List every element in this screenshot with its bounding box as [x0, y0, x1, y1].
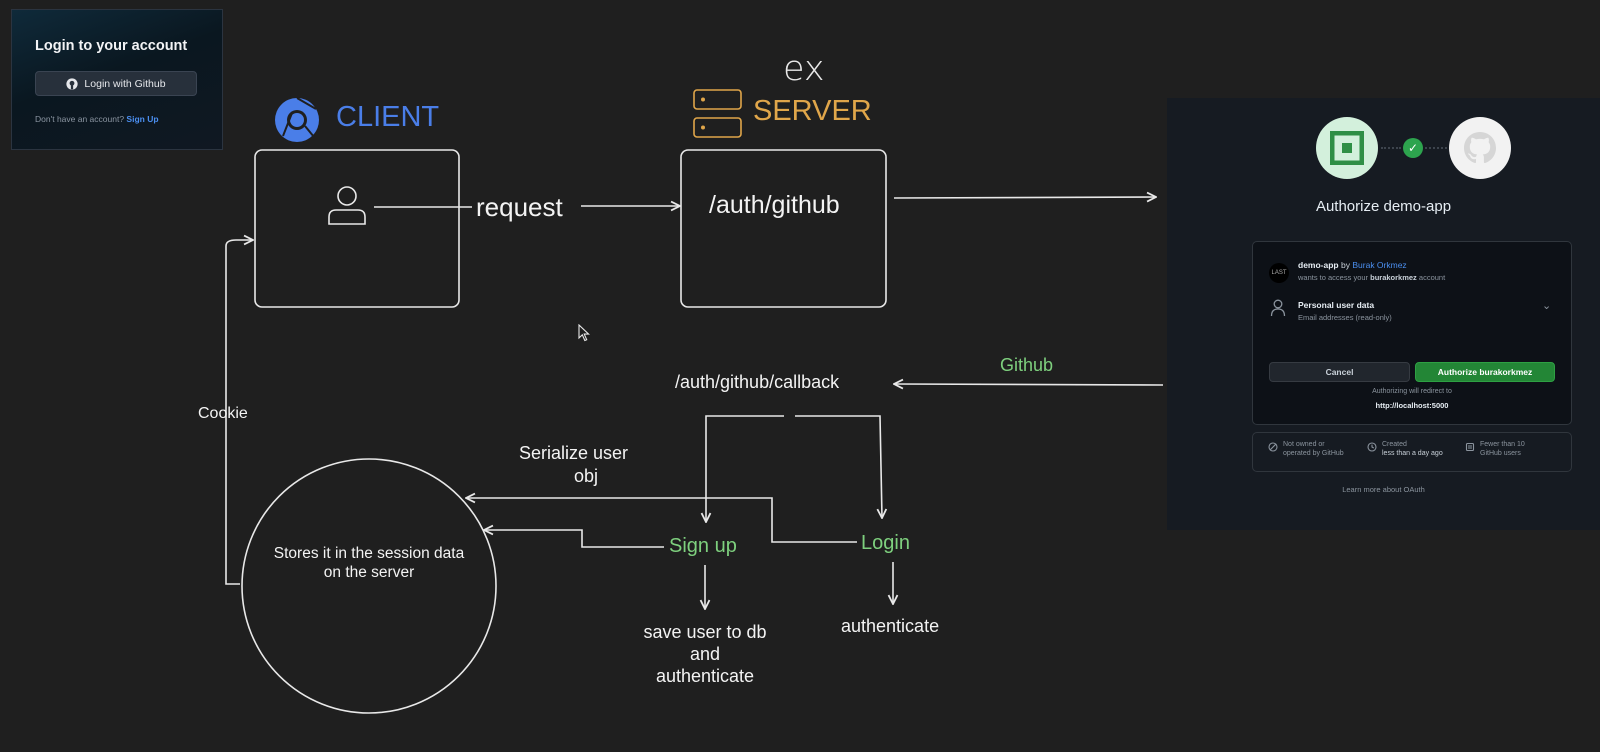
client-title: CLIENT — [336, 101, 440, 133]
server-route: /auth/github — [709, 191, 840, 219]
access-account: burakorkmez — [1370, 273, 1417, 282]
github-icon — [66, 77, 79, 90]
login-footer: Don't have an account? Sign Up — [35, 114, 159, 124]
clock-icon — [1367, 442, 1377, 452]
info-users-line1: Fewer than 10 — [1480, 441, 1525, 448]
authorize-title: Authorize demo-app — [1315, 198, 1452, 215]
server-title: SERVER — [753, 95, 872, 127]
authorize-box: LAST demo-app by Burak Orkmez wants to a… — [1252, 241, 1572, 425]
info-users-line2: GitHub users — [1480, 450, 1521, 457]
signup-link[interactable]: Sign Up — [126, 114, 159, 124]
login-label: Login — [861, 532, 910, 554]
info-users: Fewer than 10 GitHub users — [1480, 440, 1525, 458]
login-title: Login to your account — [35, 38, 188, 54]
info-created-line2: less than a day ago — [1382, 450, 1443, 457]
app-info-row: Not owned or operated by GitHub Created … — [1252, 432, 1572, 472]
redirect-note: Authorizing will redirect to — [1372, 388, 1452, 395]
client-box — [254, 149, 460, 308]
github-octocat-icon — [1464, 132, 1496, 164]
app-avatar — [1316, 117, 1378, 179]
signup-action-line2: and — [689, 644, 721, 664]
no-account-text: Don't have an account? — [35, 114, 125, 124]
login-card: Login to your account Login with Github … — [11, 9, 223, 150]
connector-dots-left — [1381, 147, 1401, 149]
callback-to-signup-arrow — [706, 415, 784, 522]
app-mini-logo: LAST — [1269, 263, 1289, 283]
info-created-line1: Created — [1382, 441, 1407, 448]
users-icon — [1465, 442, 1475, 452]
info-not-owned-line1: Not owned or — [1283, 441, 1325, 448]
signup-to-session-arrow — [484, 530, 664, 548]
access-line: wants to access your burakorkmez account — [1298, 273, 1445, 282]
github-redirect-arrow — [893, 197, 1156, 198]
scope-title: Personal user data — [1298, 300, 1375, 310]
chrome-icon — [275, 97, 319, 142]
cookie-label: Cookie — [198, 405, 248, 422]
request-label: request — [476, 192, 563, 222]
app-logo-icon — [1330, 131, 1364, 165]
login-to-session-arrow — [466, 498, 857, 543]
cancel-button[interactable]: Cancel — [1269, 362, 1410, 382]
learn-more-oauth-link[interactable]: Learn more about OAuth — [1342, 485, 1425, 494]
info-not-owned: Not owned or operated by GitHub — [1283, 440, 1344, 458]
login-with-github-label: Login with Github — [84, 77, 166, 90]
info-not-owned-line2: operated by GitHub — [1283, 450, 1344, 457]
github-avatar — [1449, 117, 1511, 179]
signup-label: Sign up — [669, 535, 737, 557]
callback-route: /auth/github/callback — [675, 372, 840, 392]
user-icon — [328, 186, 366, 225]
session-text-line2: on the server — [323, 564, 415, 581]
login-with-github-button[interactable]: Login with Github — [35, 71, 197, 96]
login-action: authenticate — [841, 616, 940, 636]
app-line: demo-app by Burak Orkmez — [1298, 260, 1407, 270]
authorize-button[interactable]: Authorize burakorkmez — [1415, 362, 1555, 382]
github-callback-arrow — [894, 384, 1164, 385]
serialize-label-line1: Serialize user — [519, 443, 629, 463]
mouse-cursor-icon — [578, 324, 590, 342]
serialize-label-line2: obj — [574, 466, 599, 486]
app-author-link[interactable]: Burak Orkmez — [1352, 260, 1407, 270]
express-logo: ex — [783, 49, 825, 89]
redirect-url: http://localhost:5000 — [1375, 401, 1449, 410]
app-mini-logo-text: LAST — [1271, 270, 1287, 276]
server-icon — [693, 89, 742, 138]
session-circle — [241, 458, 497, 714]
app-by: by — [1341, 260, 1350, 270]
access-suffix: account — [1418, 273, 1446, 282]
connector-dots-right — [1425, 147, 1447, 149]
access-prefix: wants to access your — [1298, 273, 1369, 282]
cookie-arrow — [225, 240, 253, 585]
signup-action-line1: save user to db — [643, 622, 767, 642]
server-box — [680, 149, 887, 308]
not-owned-icon — [1268, 442, 1278, 452]
github-label: Github — [1000, 355, 1054, 375]
chevron-down-icon[interactable]: ⌄ — [1542, 300, 1552, 312]
github-authorize-panel: ✓ Authorize demo-app LAST demo-app by Bu… — [1167, 98, 1600, 530]
info-created: Created less than a day ago — [1382, 440, 1443, 458]
signup-action-line3: authenticate — [655, 666, 755, 686]
app-name: demo-app — [1298, 260, 1339, 270]
scope-description: Email addresses (read-only) — [1298, 313, 1392, 322]
check-icon: ✓ — [1403, 138, 1423, 158]
session-text-line1: Stores it in the session data — [273, 545, 465, 562]
person-icon — [1270, 299, 1286, 317]
callback-to-login-arrow — [795, 415, 882, 518]
